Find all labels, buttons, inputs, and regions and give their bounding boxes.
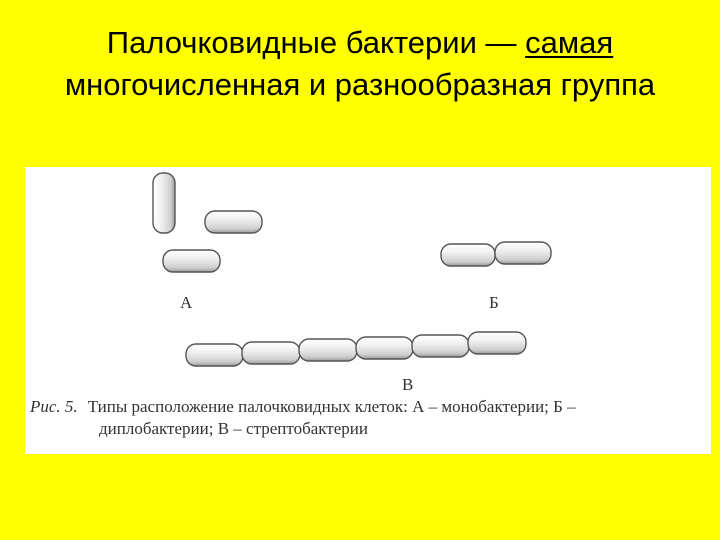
caption-line-1: Типы расположение палочковидных клеток: … bbox=[87, 397, 576, 416]
monobacteria-group bbox=[152, 172, 263, 273]
rod-cell bbox=[162, 249, 221, 273]
title-line-2: многочисленная и разнообразная группа bbox=[64, 67, 656, 102]
diplobacteria-group bbox=[440, 241, 552, 267]
rod-cell bbox=[152, 172, 176, 234]
rod-cell bbox=[298, 338, 358, 362]
rod-cell bbox=[467, 331, 527, 355]
streptobacteria-group bbox=[185, 331, 527, 367]
label-v: В bbox=[402, 375, 414, 394]
rod-cell bbox=[185, 343, 244, 367]
caption-figure-number: Рис. 5. bbox=[30, 397, 78, 416]
title-line-1: Палочковидные бактерии — самая bbox=[0, 22, 720, 64]
title-text-part1: Палочковидные бактерии — bbox=[106, 25, 526, 60]
rod-cell bbox=[440, 243, 496, 267]
caption-line-2: диплобактерии; В – стрептобактерии bbox=[99, 419, 368, 438]
rod-cell bbox=[241, 341, 301, 365]
slide-title: Палочковидные бактерии — самая многочисл… bbox=[0, 22, 720, 106]
rod-cell bbox=[355, 336, 414, 360]
label-a: А bbox=[180, 293, 193, 312]
rod-cell bbox=[204, 210, 263, 234]
figure-panel: А Б В Рис. 5. Типы расположение палочкови… bbox=[25, 167, 711, 454]
bacteria-illustration bbox=[152, 172, 552, 367]
title-underlined-word: самая bbox=[525, 25, 614, 60]
label-b: Б bbox=[489, 293, 499, 312]
figure-caption: Рис. 5. Типы расположение палочковидных к… bbox=[30, 396, 695, 440]
rod-cell bbox=[494, 241, 552, 265]
rod-cell bbox=[411, 334, 470, 358]
